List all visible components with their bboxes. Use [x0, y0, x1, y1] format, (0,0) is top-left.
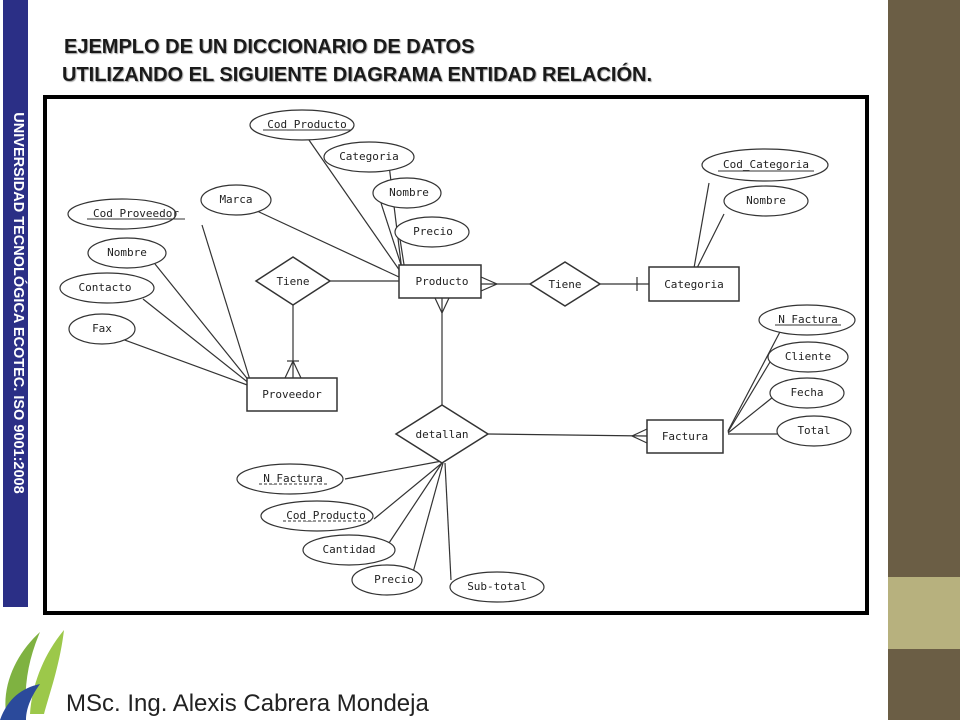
entity-proveedor-label: Proveedor — [262, 388, 322, 401]
line-contacto — [142, 298, 251, 385]
attr-marca-label: Marca — [219, 193, 252, 206]
rel-detallan-label: detallan — [416, 428, 469, 441]
line-nombre-producto — [380, 202, 404, 272]
rel-detallan-shape — [394, 404, 490, 464]
line-cantidad — [384, 462, 443, 550]
attr-cod-categoria-label: Cod_Categoria — [723, 158, 809, 171]
entity-proveedor-shape — [246, 377, 338, 412]
attr-cod-producto-label: Cod_Producto — [267, 118, 346, 131]
attr-total-label: Total — [797, 424, 830, 437]
right-panel-light — [888, 577, 960, 649]
line-cod-proveedor — [201, 224, 251, 381]
right-panel-dark-bottom — [888, 649, 960, 720]
attr-det-cod-producto-shape — [260, 500, 374, 532]
rel-tiene-proveedor-shape — [254, 256, 332, 306]
attr-precio-producto-label: Precio — [413, 225, 453, 238]
attr-det-precio-label: Precio — [374, 573, 414, 586]
crowfoot-producto-right — [480, 276, 499, 292]
line-det-n-factura — [344, 460, 443, 480]
attr-cod-categoria-shape — [701, 148, 829, 182]
attr-cod-producto-shape — [249, 109, 355, 141]
attr-nombre-producto-label: Nombre — [389, 186, 429, 199]
rel-tiene-categoria-shape — [528, 261, 602, 307]
slide-title-line1: EJEMPLO DE UN DICCIONARIO DE DATOS — [64, 36, 475, 58]
attr-fecha-shape — [769, 377, 845, 409]
attr-det-n-factura-label: N_Factura — [263, 472, 323, 485]
author-name: MSc. Ing. Alexis Cabrera Mondeja — [66, 690, 429, 717]
attr-det-cod-producto-label: Cod_Producto — [286, 509, 365, 522]
entity-factura-shape — [646, 419, 724, 454]
attr-contacto-label: Contacto — [79, 281, 132, 294]
attr-det-precio-shape — [351, 564, 423, 596]
attr-marca-shape — [200, 184, 272, 216]
attr-fecha-label: Fecha — [790, 386, 823, 399]
er-diagram: Producto Categoria Proveedor Factura Tie… — [59, 109, 856, 603]
right-panel-dark-top — [888, 0, 960, 577]
line-cod-producto — [301, 129, 401, 272]
entity-producto-shape — [398, 264, 482, 299]
line-cliente — [727, 361, 771, 433]
crowfoot-factura — [630, 428, 648, 444]
line-det-precio — [411, 462, 444, 577]
attr-categoria-label: Categoria — [339, 150, 399, 163]
attr-subtotal-label: Sub-total — [467, 580, 527, 593]
crowfoot-producto-bottom — [434, 297, 450, 315]
entity-producto-label: Producto — [416, 275, 469, 288]
attr-precio-producto-shape — [394, 216, 470, 248]
line-n-factura — [727, 327, 783, 432]
attr-nombre-categoria-shape — [723, 185, 809, 217]
attr-nombre-categoria-label: Nombre — [746, 194, 786, 207]
line-marca — [256, 210, 400, 278]
attr-fax-label: Fax — [92, 322, 112, 335]
line-cod-categoria — [693, 182, 710, 269]
attr-categoria-shape — [323, 141, 415, 173]
entity-factura-label: Factura — [662, 430, 708, 443]
slide-title-line2: UTILIZANDO EL SIGUIENTE DIAGRAMA ENTIDAD… — [62, 64, 652, 86]
attr-det-n-factura-shape — [236, 463, 344, 495]
attr-contacto-shape — [59, 272, 155, 304]
entity-categoria-shape — [648, 266, 740, 302]
attr-nombre-producto-shape — [372, 177, 442, 209]
attr-nombre-proveedor-label: Nombre — [107, 246, 147, 259]
attr-n-factura-label: N_Factura — [778, 313, 838, 326]
er-diagram-frame: Producto Categoria Proveedor Factura Tie… — [43, 95, 869, 615]
line-det-cod-producto — [373, 462, 443, 520]
attr-cantidad-label: Cantidad — [323, 543, 376, 556]
line-nombre-categoria — [696, 213, 725, 269]
attr-subtotal-shape — [449, 571, 545, 603]
rel-tiene-proveedor-label: Tiene — [276, 275, 309, 288]
attr-nombre-proveedor-shape — [87, 237, 167, 269]
side-band: UNIVERSIDAD TECNOLÓGICA ECOTEC. ISO 9001… — [3, 0, 28, 607]
attr-cod-proveedor-label: Cod_Proveedor — [93, 207, 179, 220]
ecotec-logo-icon — [0, 630, 64, 720]
side-university-text: UNIVERSIDAD TECNOLÓGICA ECOTEC. ISO 9001… — [10, 112, 26, 494]
line-subtotal — [444, 462, 452, 581]
attr-n-factura-shape — [758, 304, 856, 336]
attr-total-shape — [776, 415, 852, 447]
line-nombre-proveedor — [154, 263, 251, 383]
attr-fax-shape — [68, 313, 136, 345]
attr-cliente-label: Cliente — [785, 350, 831, 363]
line-detallan-factura — [487, 433, 648, 437]
entity-categoria-label: Categoria — [664, 278, 724, 291]
rel-tiene-categoria-label: Tiene — [548, 278, 581, 291]
line-fax — [121, 338, 251, 387]
attr-cod-proveedor-shape — [67, 198, 177, 230]
line-fecha — [727, 396, 774, 434]
attr-cantidad-shape — [302, 534, 396, 566]
attr-cliente-shape — [767, 341, 849, 373]
